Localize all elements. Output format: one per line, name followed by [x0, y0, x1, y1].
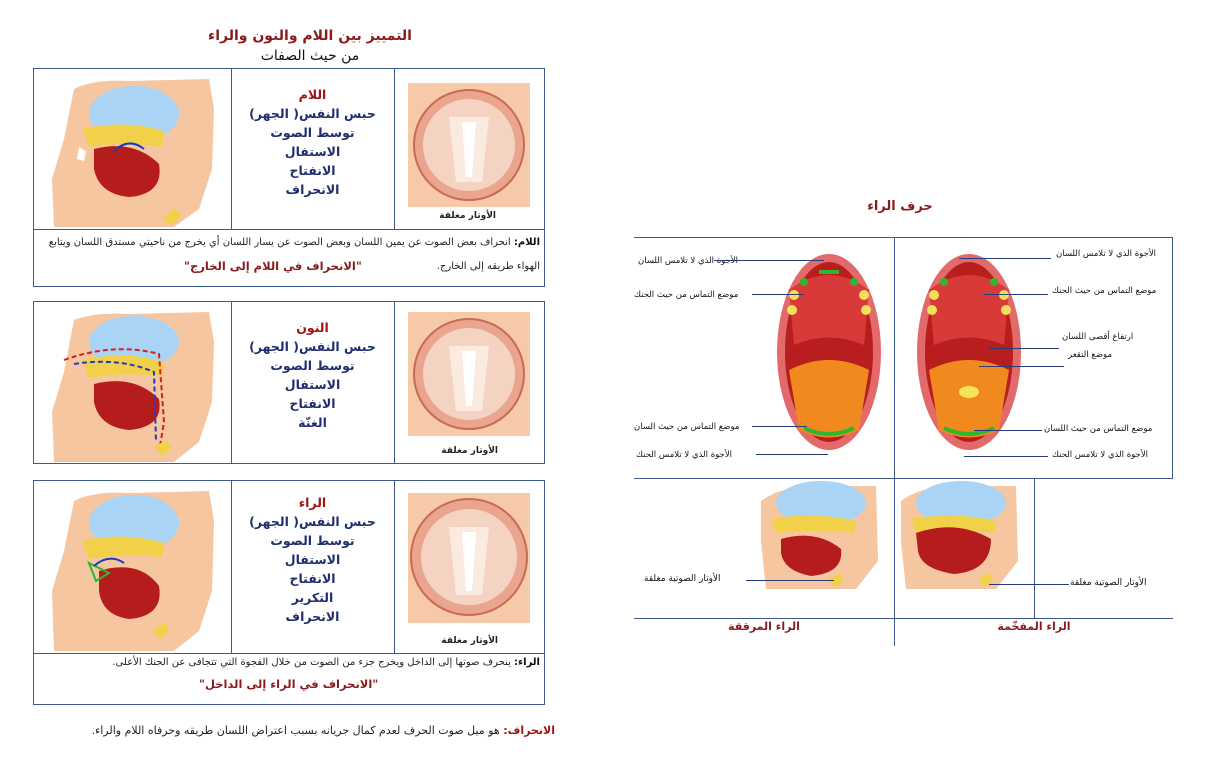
- note-text: ينحرف صوتها إلى الداخل ويخرج جزء من الصو…: [112, 657, 511, 668]
- head-diagram-lam: [34, 69, 231, 229]
- prop-item: حبس النفس( الجهر): [249, 106, 376, 121]
- properties-noon: النون حبس النفس( الجهر) توسط الصوت الاست…: [231, 302, 394, 463]
- ra-comparison-grid: الأجوة الذي لا تلامس اللسان موضع التماس …: [634, 237, 1173, 646]
- vocal-cords-caption: الأوتار مغلقة: [441, 636, 498, 646]
- label-left-bottom: الأجوة الذي لا تلامس الحنك: [636, 450, 733, 460]
- prop-item: الانحراف: [285, 182, 340, 197]
- definition-inhiraf: الانحراف: هو ميل صوت الحرف لعدم كمال جري…: [33, 724, 555, 737]
- vocal-cords-caption: الأوتار مغلقة: [441, 446, 498, 456]
- label-muraqqaqa: الراء المرققة: [728, 620, 800, 633]
- prop-item: الانفتاح: [289, 396, 336, 411]
- head-diagram-ra: [34, 481, 231, 653]
- throat-diagram-lam: الأوتار مغلقة: [394, 69, 544, 229]
- properties-lam: اللام حبس النفس( الجهر) توسط الصوت الاست…: [231, 69, 394, 229]
- page-subtitle: من حيث الصفات: [260, 48, 360, 64]
- prop-item: حبس النفس( الجهر): [249, 514, 376, 529]
- note-ra: الراء: ينحرف صوتها إلى الداخل ويخرج جزء …: [38, 651, 540, 675]
- prop-item: توسط الصوت: [270, 358, 355, 373]
- throat-diagram-noon: الأوتار مغلقة: [394, 302, 544, 463]
- panel-noon: النون حبس النفس( الجهر) توسط الصوت الاست…: [33, 301, 545, 464]
- label-right-contact-palate: موضع التماس من حيث الحنك: [1052, 286, 1157, 296]
- prop-item: الاستفال: [284, 144, 341, 159]
- note-text: انحراف بعض الصوت عن يمين اللسان وبعض الص…: [48, 237, 540, 272]
- note-label: اللام:: [513, 237, 540, 248]
- label-right-concave: موضع التقعر: [1068, 350, 1112, 360]
- prop-item: التكرير: [291, 590, 334, 605]
- panel-lam: اللام حبس النفس( الجهر) توسط الصوت الاست…: [33, 68, 545, 287]
- prop-item: الاستفال: [284, 377, 341, 392]
- panel-ra: الراء حبس النفس( الجهر) توسط الصوت الاست…: [33, 480, 545, 705]
- note-lam: اللام: انحراف بعض الصوت عن يمين اللسان و…: [38, 231, 540, 279]
- prop-item: الانحراف: [285, 609, 340, 624]
- definition-text: هو ميل صوت الحرف لعدم كمال جريانه بسبب ا…: [91, 724, 500, 737]
- label-right-cords: الأوتار الصوتية مغلقة: [1070, 578, 1147, 588]
- vocal-cords-caption: الأوتار مغلقة: [439, 211, 496, 221]
- prop-item: الانفتاح: [289, 571, 336, 586]
- prop-item: الاستفال: [284, 552, 341, 567]
- letter-heading-noon: النون: [296, 320, 329, 335]
- head-diagram-noon: [34, 302, 231, 463]
- letter-heading-lam: اللام: [298, 87, 327, 102]
- prop-item: توسط الصوت: [270, 125, 355, 140]
- throat-diagram-ra: الأوتار مغلقة: [394, 481, 544, 653]
- label-right-top: الأجوة الذي لا تلامس اللسان: [1056, 249, 1157, 259]
- prop-item: توسط الصوت: [270, 533, 355, 548]
- page-title: التمييز بين اللام والنون والراء: [208, 28, 412, 44]
- label-left-contact-palate: موضع التماس من حيث الحنك: [634, 290, 739, 300]
- quote-lam: "الانحراف في اللام إلى الخارج": [184, 259, 362, 273]
- label-left-cords: الأوتار الصوتية مغلقة: [644, 574, 721, 584]
- label-right-raise: ارتفاع أقصى اللسان: [1062, 332, 1134, 342]
- definition-label: الانحراف:: [503, 724, 555, 737]
- label-mufakhkhama: الراء المفخّمة: [997, 620, 1071, 633]
- mouth-diagram-muraqqaqa: [774, 250, 884, 455]
- label-right-bottom: الأجوة الذي لا تلامس الحنك: [1052, 450, 1149, 460]
- prop-item: حبس النفس( الجهر): [249, 339, 376, 354]
- prop-item: الغنّة: [298, 415, 327, 430]
- right-heading: حرف الراء: [867, 199, 933, 214]
- head-diagram-mufakhkhama: [896, 481, 1021, 591]
- label-left-top: الأجوة الذي لا تلامس اللسان: [638, 256, 739, 266]
- letter-heading-ra: الراء: [298, 495, 327, 510]
- label-left-contact-tongue: موضع التماس من حيث السان: [634, 422, 740, 432]
- mouth-diagram-mufakhkhama: [914, 250, 1024, 455]
- prop-item: الانفتاح: [289, 163, 336, 178]
- note-label: الراء:: [514, 657, 540, 668]
- properties-ra: الراء حبس النفس( الجهر) توسط الصوت الاست…: [231, 481, 394, 653]
- quote-ra: "الانحراف في الراء إلى الداخل": [199, 677, 379, 691]
- head-diagram-muraqqaqa: [756, 481, 881, 591]
- label-right-contact-tongue: موضع التماس من حيث اللسان: [1044, 424, 1153, 434]
